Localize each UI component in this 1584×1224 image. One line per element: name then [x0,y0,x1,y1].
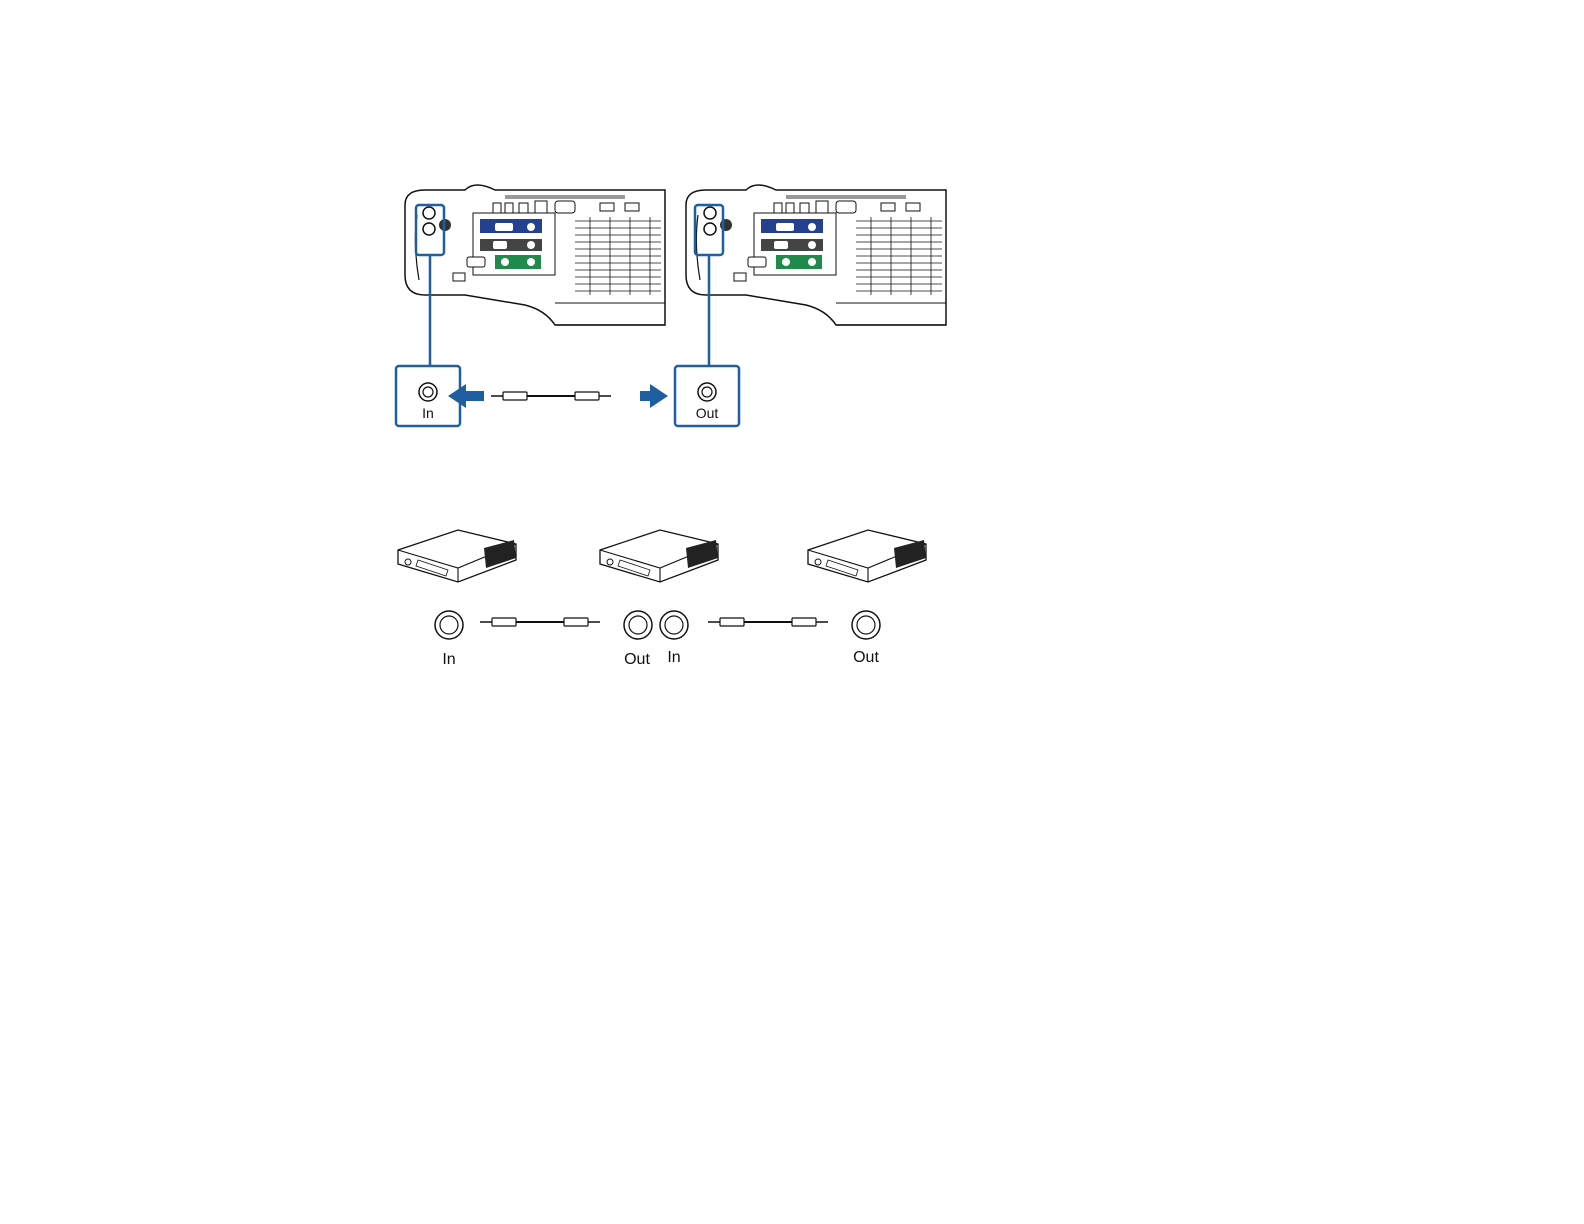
bottom-out-label-1: Out [624,651,650,668]
jack-in-2 [660,611,688,639]
bottom-in-label-2: In [667,649,680,666]
projector-3 [808,530,926,582]
bottom-out-label-2: Out [853,649,879,666]
stereo-mini-cable-top [491,392,611,400]
out-label: Out [696,405,719,421]
in-label: In [422,405,434,421]
projector-1 [398,530,516,582]
out-port-callout: Out [675,366,739,426]
jack-out-1 [624,611,652,639]
projector-rear-panel-right [686,185,946,325]
projector-2 [600,530,718,582]
top-diagram: In Out [396,185,946,426]
stereo-mini-cable-1 [480,618,600,626]
jack-in-1 [435,611,463,639]
jack-out-2 [852,611,880,639]
arrow-right-icon [640,384,668,408]
stereo-mini-cable-2 [708,618,828,626]
bottom-diagram: In Out In Out [398,530,926,668]
bottom-in-label-1: In [442,651,455,668]
